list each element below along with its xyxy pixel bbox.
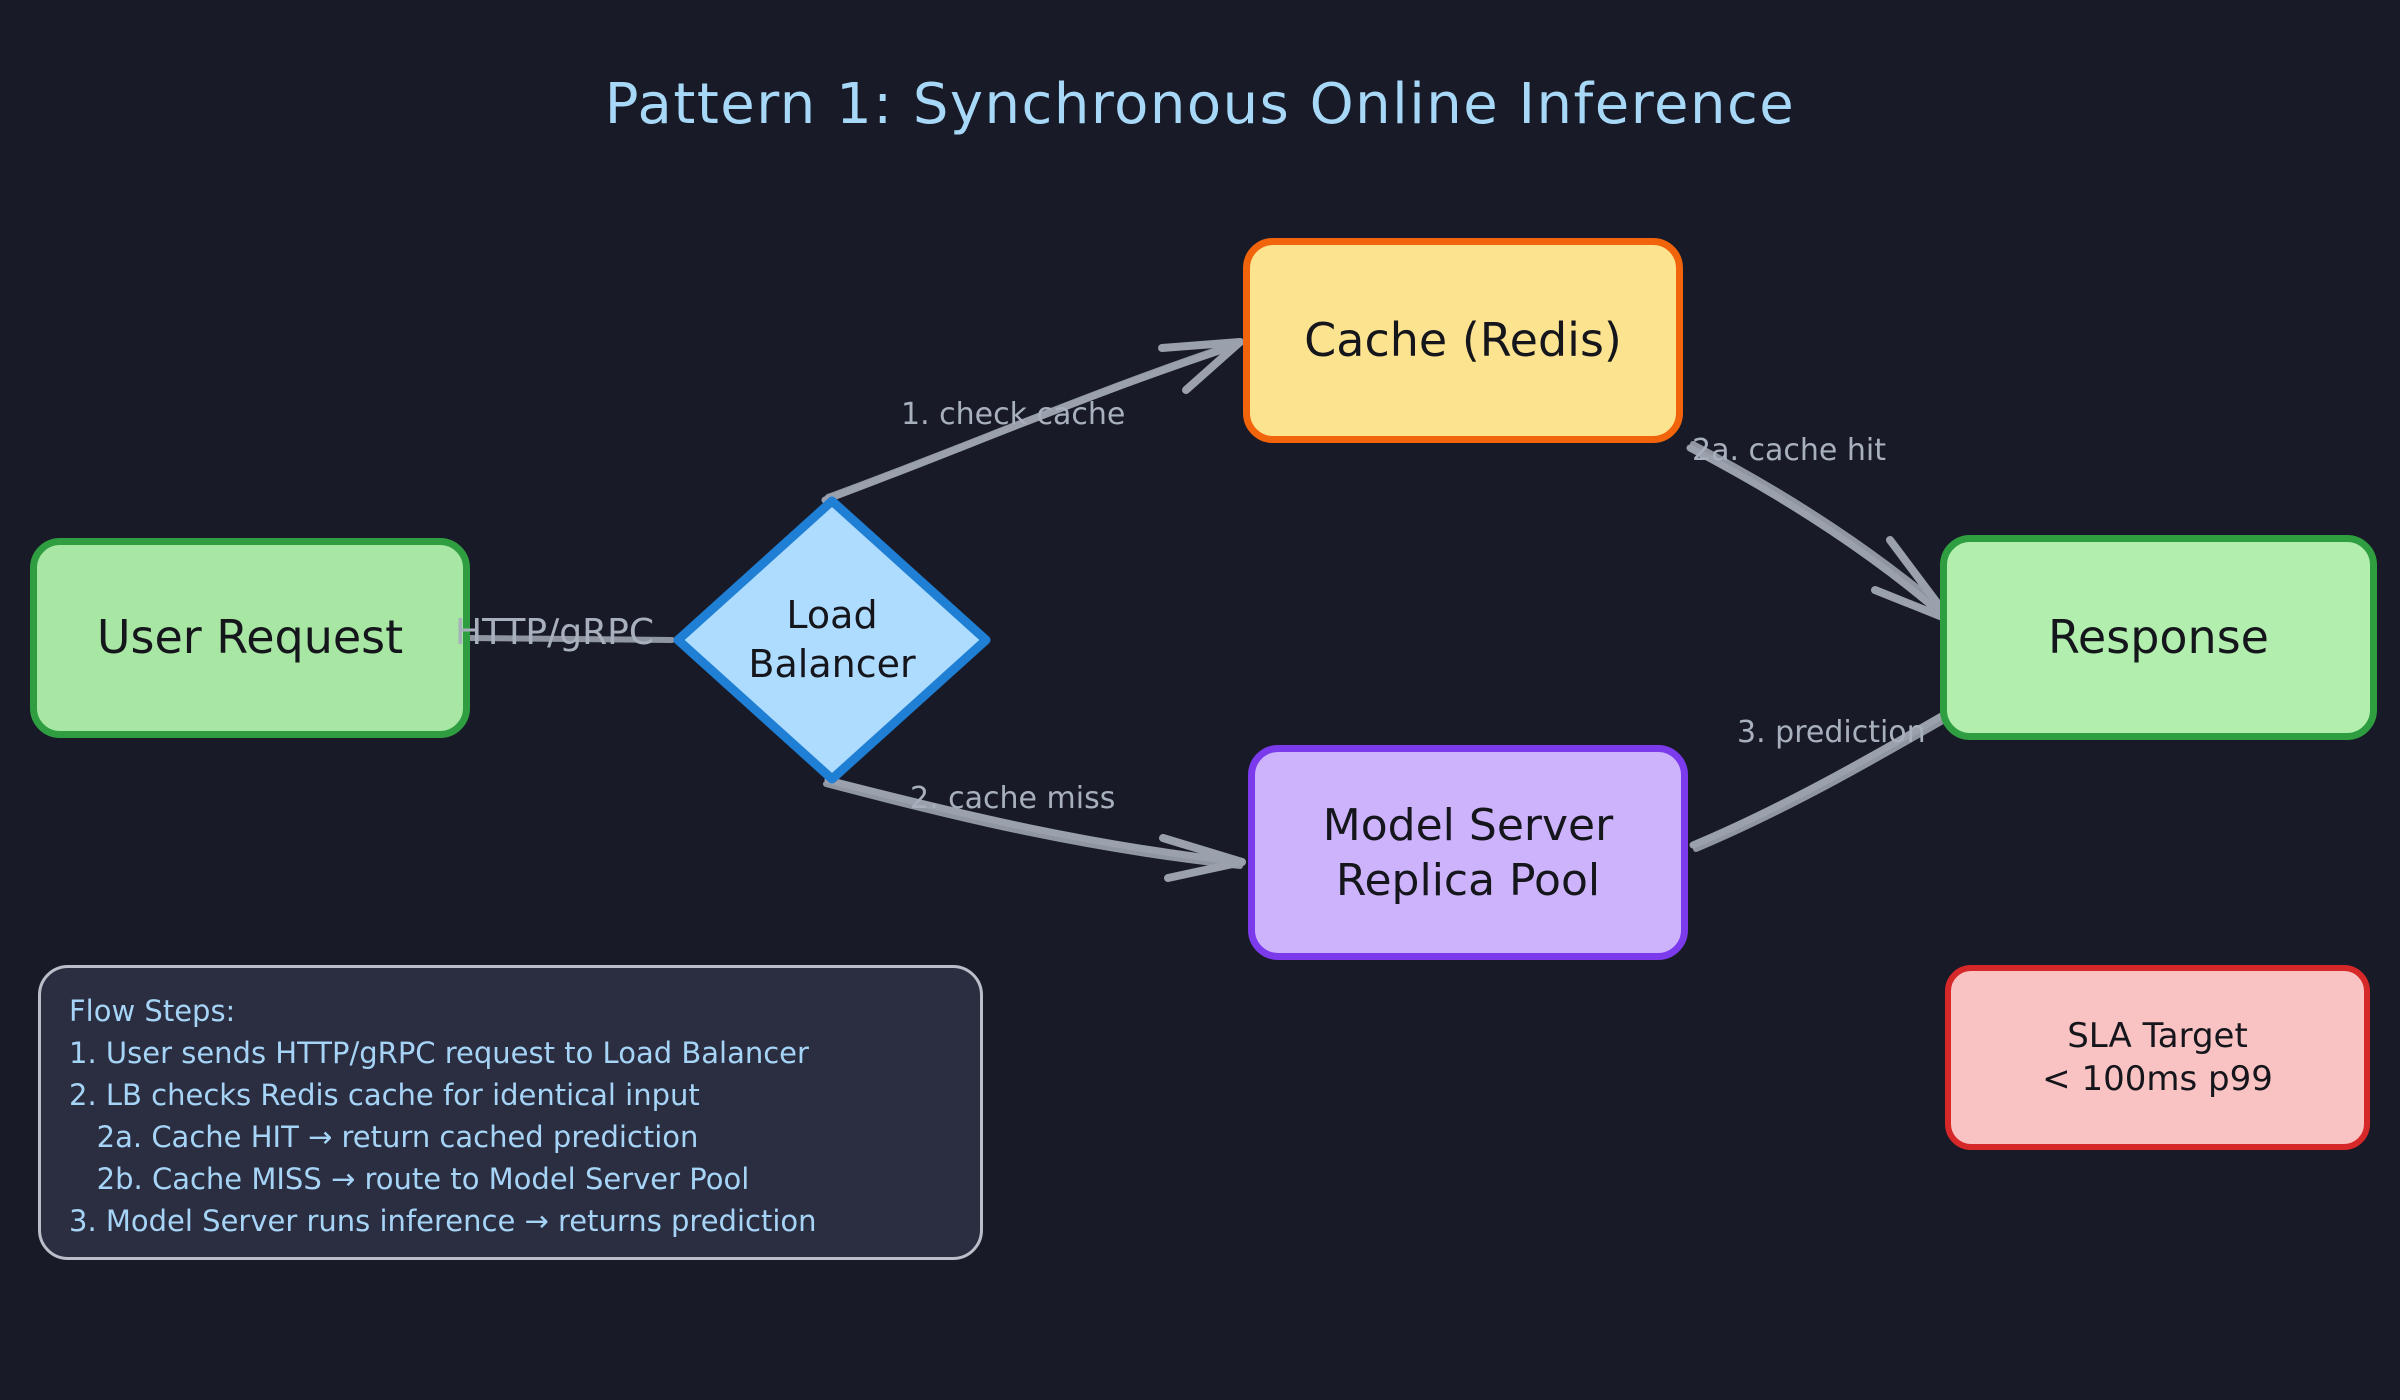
flow-step-line: 2b. Cache MISS → route to Model Server P… <box>69 1162 750 1197</box>
flow-step-line: 2a. Cache HIT → return cached prediction <box>69 1120 699 1155</box>
flow-step-line: 1. User sends HTTP/gRPC request to Load … <box>69 1036 809 1071</box>
node-cache[interactable]: Cache (Redis) <box>1243 238 1683 443</box>
node-sla-target-label: SLA Target < 100ms p99 <box>2042 1016 2273 1099</box>
edge-label-http-grpc: HTTP/gRPC <box>455 612 654 653</box>
edge-cache-to-response <box>1686 441 1954 624</box>
flow-step-line: 3. Model Server runs inference → returns… <box>69 1204 817 1239</box>
node-sla-target[interactable]: SLA Target < 100ms p99 <box>1945 965 2370 1150</box>
flow-steps-note: Flow Steps: 1. User sends HTTP/gRPC reque… <box>38 965 983 1260</box>
flow-steps-list: Flow Steps: 1. User sends HTTP/gRPC reque… <box>69 990 952 1242</box>
node-load-balancer[interactable]: Load Balancer <box>672 495 992 785</box>
edge-label-check-cache: 1. check cache <box>901 397 1126 432</box>
node-model-server[interactable]: Model Server Replica Pool <box>1248 745 1688 960</box>
flow-step-line: 2. LB checks Redis cache for identical i… <box>69 1078 700 1113</box>
edge-label-cache-miss: 2. cache miss <box>910 781 1116 816</box>
edge-label-prediction: 3. prediction <box>1737 715 1926 750</box>
page-title: Pattern 1: Synchronous Online Inference <box>604 72 1796 137</box>
node-user-request-label: User Request <box>96 610 404 665</box>
node-response[interactable]: Response <box>1940 535 2377 740</box>
node-load-balancer-label: Load Balancer <box>748 592 916 686</box>
flow-step-line: Flow Steps: <box>69 994 236 1028</box>
node-response-label: Response <box>2048 609 2269 664</box>
node-cache-label: Cache (Redis) <box>1304 312 1622 367</box>
load-balancer-diamond-shape <box>673 496 991 784</box>
edge-label-cache-hit: 2a. cache hit <box>1692 433 1887 468</box>
node-user-request[interactable]: User Request <box>30 538 470 738</box>
node-model-server-label: Model Server Replica Pool <box>1322 799 1614 906</box>
